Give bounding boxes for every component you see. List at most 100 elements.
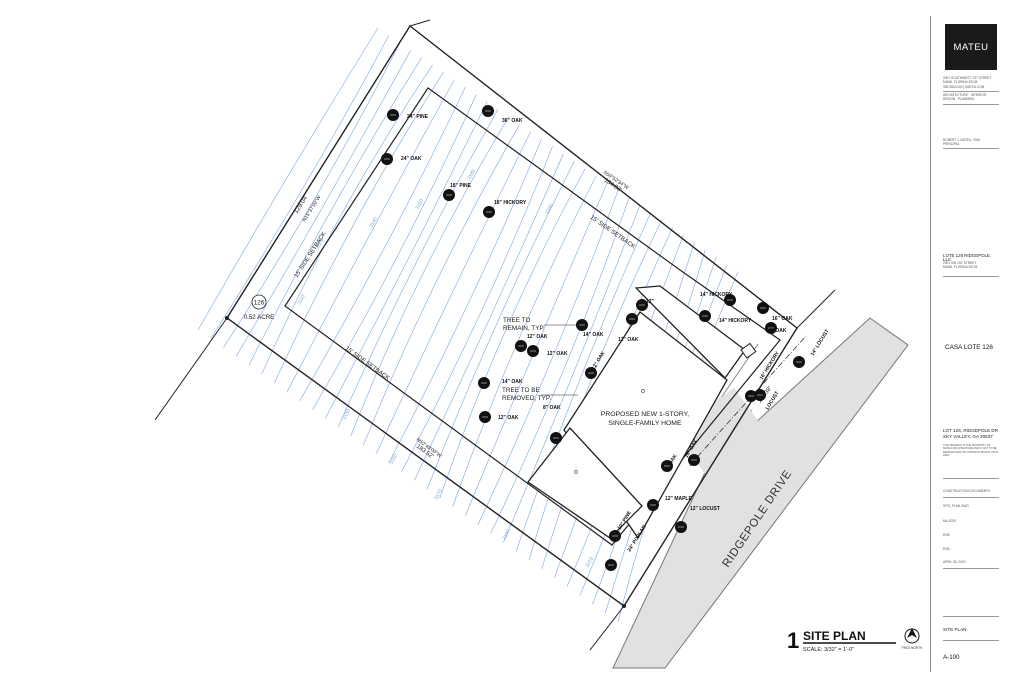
divider	[943, 148, 999, 149]
contour-line	[248, 57, 422, 366]
contour-label: 3190	[501, 528, 512, 541]
checked-by: RJM	[943, 547, 950, 551]
boundary-extension	[796, 289, 836, 329]
copyright-note: THIS DRAWING IS THE PROPERTY OF MATEU AR…	[943, 444, 999, 458]
house-entry-block	[740, 342, 757, 359]
tree-label: 24" OAK	[401, 156, 422, 162]
drawing-title: 1 SITE PLAN SCALE: 3/32" = 1'-0" PROJ NO…	[787, 628, 923, 653]
lot-number: 126	[254, 300, 265, 307]
north-arrow-pointer	[907, 628, 917, 638]
contour-line	[414, 153, 564, 481]
phase: CONSTRUCTION DOCUMENTS	[943, 489, 991, 493]
lot-area: 0.52 ACRE	[244, 314, 275, 321]
utility-line	[689, 335, 807, 466]
contour-line	[363, 123, 521, 446]
file-name: SITE_PLAN.DWG	[943, 504, 969, 508]
contour-line	[528, 220, 662, 561]
contour-line	[515, 212, 652, 552]
tree-label: 14" HICKORY	[719, 318, 752, 324]
divider	[943, 497, 999, 498]
contour-line	[439, 168, 586, 499]
tree-label: 14" OAK	[502, 379, 523, 385]
divider	[943, 91, 999, 92]
tree-label: 14" OAK	[583, 332, 604, 338]
divider	[943, 478, 999, 479]
boundary-extension	[589, 605, 625, 651]
contour-label: 3140	[368, 216, 379, 229]
sheet-title: SITE PLAN	[943, 627, 967, 632]
contour-label: 3210	[584, 556, 595, 569]
house-marker	[641, 389, 645, 393]
contour-label: 3150	[388, 453, 399, 466]
tree-label: 18" PINE	[450, 183, 472, 189]
tree-label: 14" LOCUST	[810, 329, 831, 358]
contour-line	[477, 190, 619, 525]
contour-label: 3170	[433, 488, 444, 501]
tree-label: 12"	[646, 299, 655, 305]
contour-labels: 3110312031303140315031603170318031903200…	[296, 168, 595, 569]
project-name: CASA LOTE 126	[945, 344, 993, 351]
contour-label: 3160	[414, 198, 425, 211]
contour-line	[197, 27, 379, 331]
contour-line	[426, 160, 575, 490]
title-block: MATEU 2901 SOUTHWEST 1ST STREET MIAMI, F…	[930, 16, 1001, 672]
firm-services: ARCHITECTURE · INTERIOR DESIGN · PLANNIN…	[943, 93, 987, 102]
contour-line	[350, 116, 510, 437]
contour-line	[312, 94, 477, 410]
house-wing	[527, 426, 643, 539]
contour-label: 3180	[466, 168, 477, 181]
contour-line	[274, 72, 444, 384]
tree-label: 24" PINE	[407, 114, 429, 120]
house-label: PROPOSED NEW 1-STORY,SINGLE-FAMILY HOME	[601, 411, 689, 427]
divider	[943, 640, 999, 641]
client-address: 2901 SW 1ST STREET MIAMI, FLORIDA 33135	[943, 261, 978, 270]
contour-line	[490, 197, 630, 534]
contour-line	[261, 64, 433, 375]
contour-line	[375, 131, 532, 455]
boundary-corner-pin	[622, 604, 626, 608]
tree-label: 36" OAK	[502, 118, 523, 124]
contour-line	[223, 42, 401, 348]
contour-line	[210, 35, 390, 340]
house-marker	[574, 470, 578, 474]
firm-address: 2901 SOUTHWEST 1ST STREET MIAMI, FLORIDA…	[943, 76, 992, 89]
tree-label: 14" HICKORY	[700, 292, 733, 298]
drawn-by: RJM	[943, 533, 950, 537]
north-arrow-label: PROJ NORTH	[902, 646, 923, 650]
project-address: LOT 126, RIDGEPOLE DR SKY VALLEY, GA 305…	[943, 428, 999, 439]
boundary-corner-pin	[225, 316, 229, 320]
contour-label: 3110	[296, 293, 306, 306]
contour-line	[235, 50, 412, 357]
tree-label: 16" OAK	[772, 316, 793, 322]
owner-info: ROBERT J. MATEU, FAIA PRINCIPAL	[943, 138, 981, 147]
drawing-title-text: SITE PLAN	[803, 629, 866, 643]
contour-line	[388, 138, 542, 463]
tree-label: 12" MAPLE	[665, 496, 692, 502]
divider	[943, 104, 999, 105]
tree-label: 16" HICKORY	[759, 350, 782, 381]
divider	[943, 616, 999, 617]
firm-logo: MATEU	[945, 24, 997, 70]
tree-label: 12" OAK	[498, 415, 519, 421]
contour-line	[337, 109, 499, 428]
divider	[943, 276, 999, 277]
contour-line	[299, 87, 466, 401]
boundary-extension	[154, 317, 228, 421]
tree-label: OAK	[668, 453, 679, 466]
tree-label: 14" OAK	[766, 328, 787, 334]
client-name: LOTE 126 RIDGEPOLE, LLC	[943, 253, 992, 263]
drawing-scale: SCALE: 3/32" = 1'-0"	[803, 647, 854, 653]
tree-label: 12" OAK	[618, 337, 639, 343]
tree-label: 12" OAK	[547, 351, 568, 357]
tree-label: 8" OAK	[543, 405, 561, 411]
contour-line	[401, 146, 553, 472]
issue-date: APRIL 30, 2020	[943, 560, 966, 564]
proposed-house-footprint	[527, 285, 757, 540]
tree-label: 18" HICKORY	[494, 200, 527, 206]
contour-line	[324, 101, 488, 419]
south-setback-label: 15' SIDE SETBACK	[344, 346, 391, 382]
contour-line	[503, 205, 641, 543]
sheet-number: A-100	[943, 654, 960, 661]
